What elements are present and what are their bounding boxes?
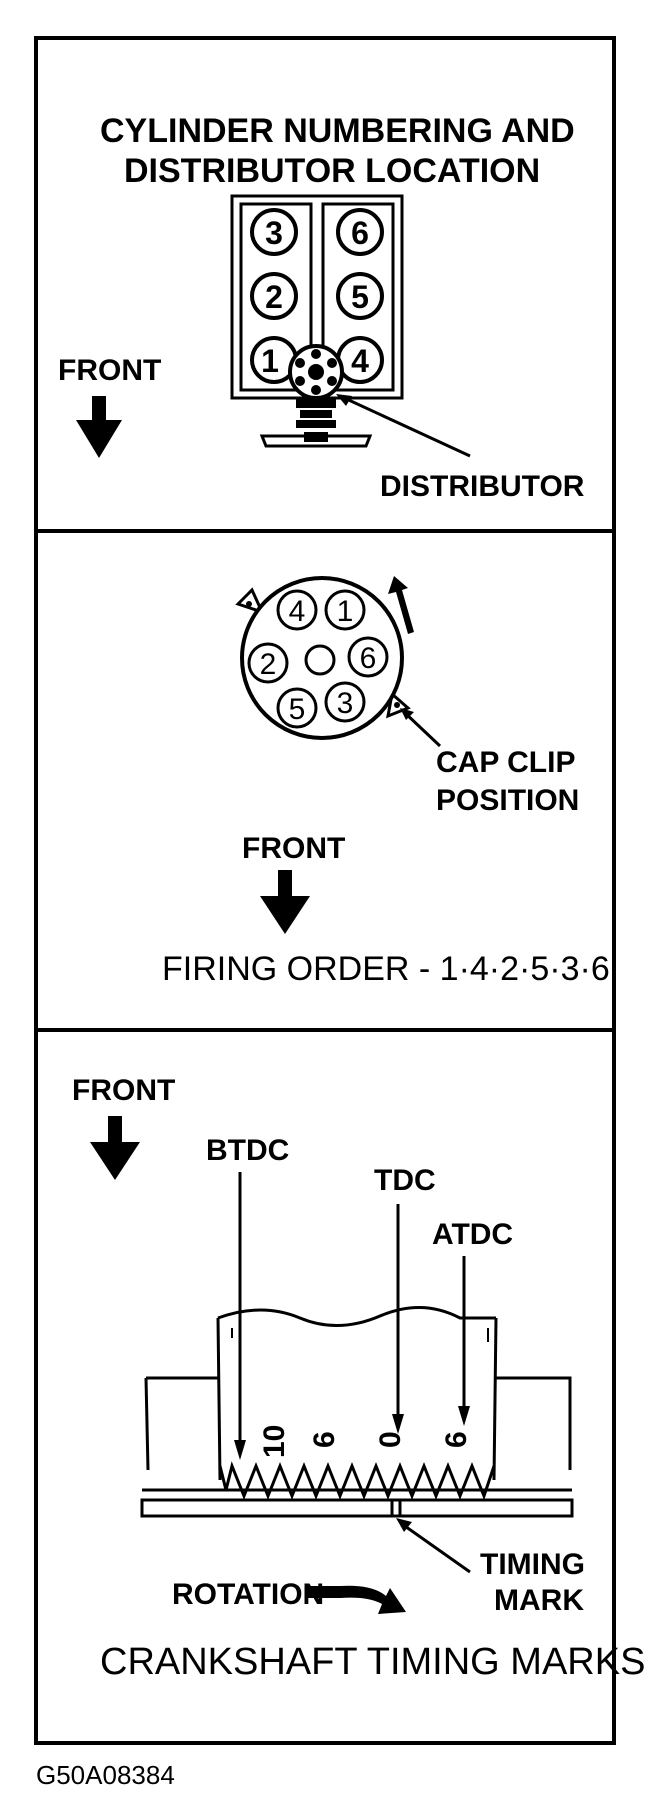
panel1-title-line1: CYLINDER NUMBERING AND [100,112,575,150]
front-arrow-icon [76,396,122,458]
cap-terminal-6 [347,636,389,678]
cap-clip-leader-arrowhead-icon [400,708,414,720]
cap-terminal-1-label: 1 [337,595,354,628]
front-arrow-icon [90,1116,140,1180]
cap-terminal-4 [276,589,318,631]
cylinder-3 [250,208,298,256]
scale-mark-10: 10 [258,1425,291,1458]
cylinder-3-label: 3 [265,215,283,251]
cap-terminal-3-label: 3 [337,687,354,720]
rotation-direction-arrow-icon [388,576,414,634]
crank-pulley [144,1306,572,1481]
atdc-arrowhead-icon [458,1406,470,1426]
cylinder-right-bank: 6 5 4 [336,208,384,384]
cap-terminal-2-label: 2 [260,648,277,681]
cap-terminal-1 [324,589,366,631]
cylinder-6 [336,208,384,256]
timing-mark-arrowhead-icon [396,1518,412,1532]
scale-mark-6-btdc: 6 [308,1431,341,1448]
cylinder-2-label: 2 [265,279,283,315]
cap-terminal-2 [247,642,289,684]
panel3-front-label: FRONT [72,1074,175,1107]
tdc-arrowhead-icon [392,1414,404,1434]
cap-center-terminal [304,644,336,676]
panel-firing-order: 4 1 2 6 5 3 CAP CLIP POSITION FRONT FIRI… [162,576,610,988]
scale-mark-6-atdc: 6 [440,1431,473,1448]
cylinder-left-bank: 3 2 1 [250,208,298,384]
cap-clip-label-line2: POSITION [436,784,579,817]
distributor-label: DISTRIBUTOR [380,470,585,503]
timing-bar [140,1498,574,1518]
btdc-arrowhead-icon [234,1440,246,1460]
tdc-label: TDC [374,1164,436,1197]
panel-cylinder-numbering: CYLINDER NUMBERING AND DISTRIBUTOR LOCAT… [58,112,585,503]
timing-mark-label-line2: MARK [494,1584,584,1617]
cap-terminal-3 [324,681,366,723]
outer-frame [34,36,616,1745]
panel2-front-label: FRONT [242,832,345,865]
cylinder-4-label: 4 [351,343,369,379]
distributor-leader-line [339,394,471,458]
cap-terminal-5-label: 5 [289,693,306,726]
rotation-arrow-icon [308,1585,406,1614]
firing-order-text: FIRING ORDER - 1·4·2·5·3·6 [162,950,610,988]
cylinder-1-label: 1 [261,343,279,379]
rotation-label: ROTATION [172,1578,324,1611]
front-arrow-icon [260,870,310,934]
cap-ear-left [235,587,265,615]
cylinder-6-label: 6 [351,215,369,251]
timing-scale-teeth [218,1461,496,1501]
cap-terminal-5 [276,687,318,729]
cylinder-2 [250,272,298,320]
cylinder-5 [336,272,384,320]
atdc-label: ATDC [432,1218,513,1251]
cap-clip-label-line1: CAP CLIP [436,746,575,779]
btdc-label: BTDC [206,1134,289,1167]
timing-mark-leader-line [401,1522,471,1574]
scale-mark-0: 0 [374,1431,407,1448]
figure-id: G50A08384 [36,1760,175,1790]
crankshaft-caption: CRANKSHAFT TIMING MARKS [100,1641,645,1683]
cap-terminal-6-label: 6 [360,642,377,675]
panel-crankshaft-timing: FRONT BTDC TDC ATDC 10 6 0 6 [72,1074,645,1683]
timing-mark-label-line1: TIMING [480,1548,585,1581]
cap-terminal-4-label: 4 [289,595,306,628]
panel1-front-label: FRONT [58,354,161,387]
distributor-leader-arrowhead-icon [336,394,352,406]
cylinder-5-label: 5 [351,279,369,315]
panel1-title-line2: DISTRIBUTOR LOCATION [124,152,540,190]
cap-clip-leader-line [402,710,442,748]
distributor-icon [259,344,373,448]
